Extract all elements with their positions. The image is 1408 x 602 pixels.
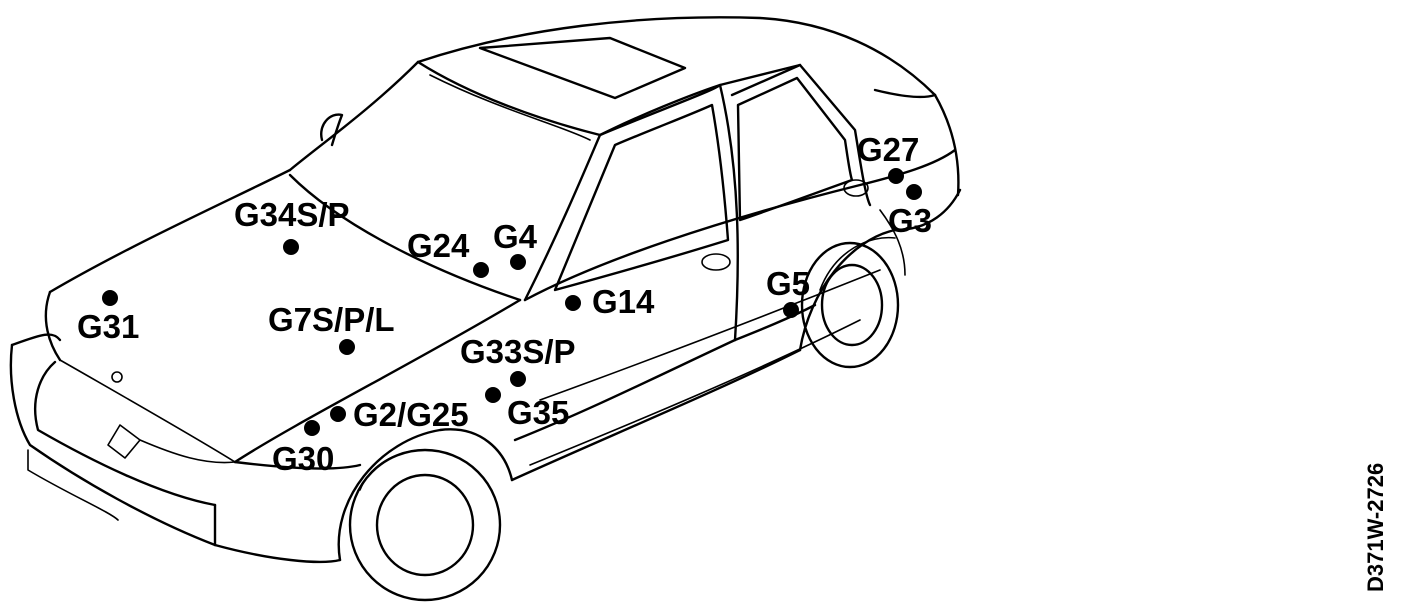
- ground-dot-g4: [510, 254, 526, 270]
- ground-dot-g7spl: [339, 339, 355, 355]
- ground-dot-g30: [304, 420, 320, 436]
- ground-dot-g5: [783, 302, 799, 318]
- label-g35: G35: [507, 394, 569, 431]
- car-body-outline: [9, 16, 962, 602]
- label-g2g25: G2/G25: [353, 396, 469, 433]
- ground-dot-g14: [565, 295, 581, 311]
- label-g4: G4: [493, 218, 538, 255]
- figure-code: D371W-2726: [1363, 463, 1388, 592]
- label-g24: G24: [407, 227, 470, 264]
- ground-dot-g35: [485, 387, 501, 403]
- label-g14: G14: [592, 283, 655, 320]
- ground-markers: [102, 168, 922, 436]
- label-g33sp: G33S/P: [460, 333, 576, 370]
- ground-dot-g34sp: [283, 239, 299, 255]
- ground-dot-g2g25: [330, 406, 346, 422]
- ground-dot-g24: [473, 262, 489, 278]
- ground-dot-g33sp: [510, 371, 526, 387]
- label-g7spl: G7S/P/L: [268, 301, 395, 338]
- label-g3: G3: [888, 202, 932, 239]
- ground-labels: G34S/P G24 G4 G31 G7S/P/L G14 G27 G3 G5 …: [77, 131, 932, 477]
- label-g30: G30: [272, 440, 334, 477]
- label-g5: G5: [766, 265, 810, 302]
- ground-dot-g3: [906, 184, 922, 200]
- ground-dot-g31: [102, 290, 118, 306]
- ground-dot-g27: [888, 168, 904, 184]
- label-g31: G31: [77, 308, 139, 345]
- label-g34sp: G34S/P: [234, 196, 350, 233]
- label-g27: G27: [857, 131, 919, 168]
